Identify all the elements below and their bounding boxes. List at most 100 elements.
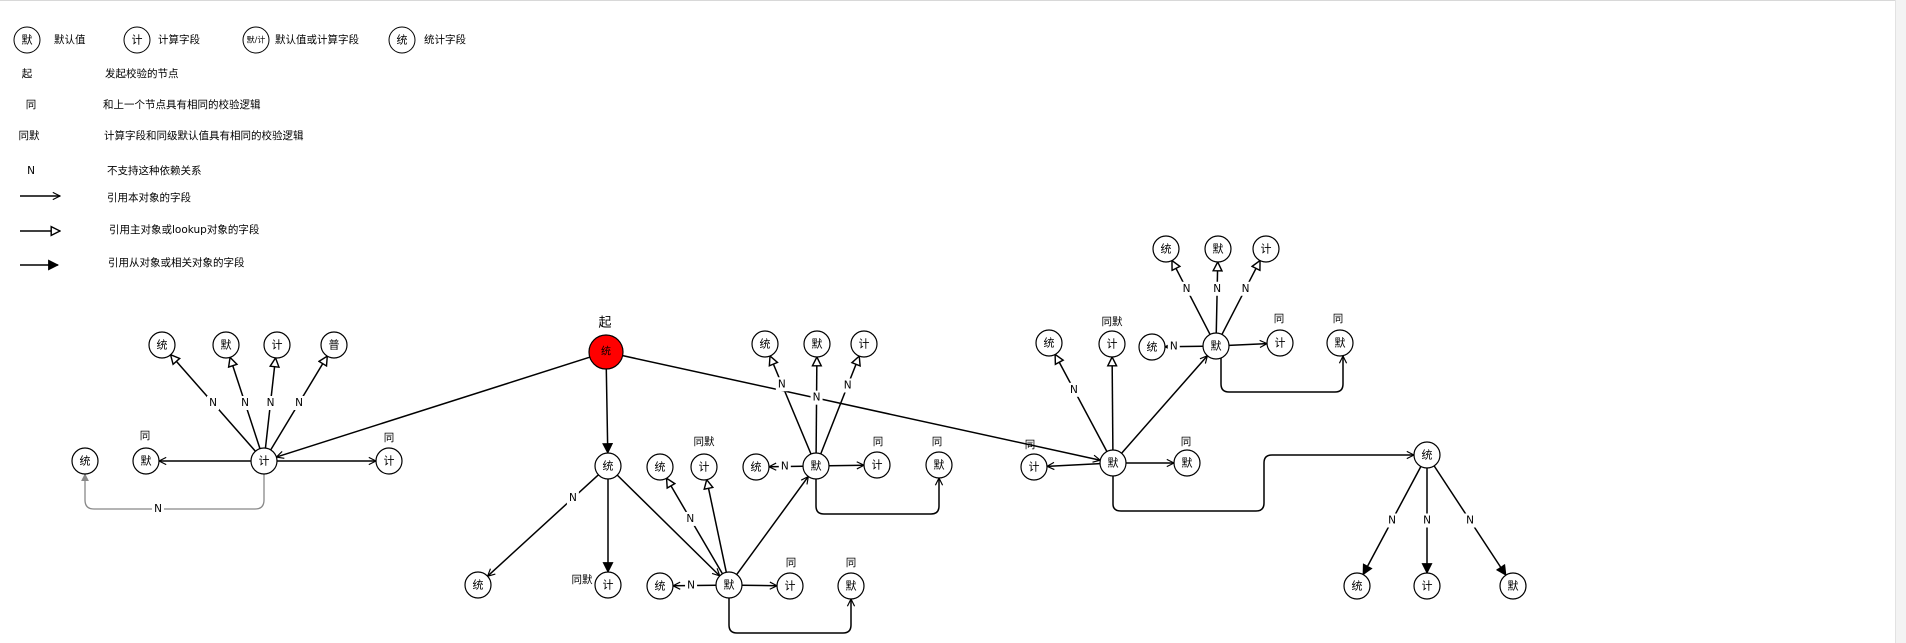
- legend-stat-node: 统 统计字段: [388, 26, 466, 54]
- node-c1: 统: [464, 571, 492, 599]
- edge-G-G5: [1228, 344, 1267, 346]
- svg-text:统: 统: [601, 345, 611, 358]
- same-logic-marker: 同: [932, 436, 943, 448]
- node-g6: 默: [1326, 329, 1354, 357]
- same-logic-marker: 同: [786, 557, 797, 569]
- legend-label: 和上一个节点具有相同的校验逻辑: [103, 98, 261, 111]
- svg-text:计: 计: [1275, 337, 1286, 350]
- legend-label: 发起校验的节点: [105, 67, 179, 80]
- edge-D-D2: [707, 480, 728, 573]
- start-marker: 起: [598, 316, 611, 331]
- edge-D-E: [736, 476, 809, 575]
- svg-text:默: 默: [221, 339, 232, 352]
- node-l5: 统: [71, 447, 99, 475]
- svg-text:默: 默: [934, 459, 945, 472]
- edge-label-n: N: [569, 492, 577, 504]
- edge-F-F2: [1112, 357, 1113, 451]
- edge-root-F: [618, 354, 1101, 460]
- same-logic-marker: 同: [1274, 313, 1285, 325]
- svg-text:统: 统: [655, 580, 666, 593]
- edge-label-n: N: [781, 461, 789, 473]
- svg-text:统: 统: [655, 461, 666, 474]
- edge-label-n: N: [267, 397, 275, 409]
- same-logic-marker: 同默: [1102, 316, 1124, 328]
- svg-text:计: 计: [785, 580, 796, 593]
- same-logic-marker: 同: [140, 430, 151, 442]
- svg-text:计: 计: [859, 338, 870, 351]
- svg-text:默: 默: [811, 460, 822, 473]
- node-e5: 计: [863, 451, 891, 479]
- edge-label-n: N: [1070, 384, 1078, 396]
- svg-text:默: 默: [1335, 337, 1346, 350]
- svg-text:统: 统: [1161, 243, 1172, 256]
- legend-label: 不支持这种依赖关系: [107, 164, 202, 177]
- legend-label: 统计字段: [424, 33, 466, 46]
- edge-E-E1: [770, 356, 812, 455]
- edge-D-D4: [741, 585, 777, 586]
- edge-root-C: [602, 364, 614, 455]
- vertical-scrollbar[interactable]: [1895, 0, 1906, 643]
- svg-text:默/计: 默/计: [247, 35, 266, 45]
- svg-text:统: 统: [1044, 337, 1055, 350]
- nodes: 统计统默计普统默计统统计默统计统计默默统默计统计默默统计计默默统默计统计默统统计…: [71, 235, 1527, 600]
- svg-text:统: 统: [751, 461, 762, 474]
- edge-L-L5: [81, 473, 265, 510]
- node-d4: 计: [776, 572, 804, 600]
- svg-text:计: 计: [872, 459, 883, 472]
- node-e3: 计: [850, 330, 878, 358]
- svg-text:计: 计: [259, 455, 270, 468]
- edge-D-D5: [728, 598, 851, 634]
- same-logic-marker: 同: [1333, 313, 1344, 325]
- edge-G-G2: [1216, 262, 1217, 334]
- edge-label-n: N: [241, 397, 249, 409]
- legend-default-node: 默 默认值: [13, 26, 86, 54]
- svg-text:计: 计: [272, 339, 283, 352]
- node-e2: 默: [803, 330, 831, 358]
- node-h3: 默: [1499, 572, 1527, 600]
- same-logic-marker: 同: [1025, 439, 1036, 451]
- node-c: 统: [594, 452, 622, 480]
- edge-F-F1: [1055, 354, 1108, 452]
- edge-E-E3: [820, 356, 859, 455]
- same-logic-marker: 同: [384, 432, 395, 444]
- legend-same-default-symbol: 同默: [19, 130, 40, 142]
- node-h2: 计: [1413, 572, 1441, 600]
- node-l6: 默: [132, 447, 160, 475]
- node-e1: 统: [751, 330, 779, 358]
- svg-text:统: 统: [1147, 341, 1158, 354]
- edge-root-L: [276, 355, 594, 457]
- node-g4: 统: [1138, 333, 1166, 361]
- legend-start-symbol: 起: [22, 68, 33, 80]
- edge-label-n: N: [209, 397, 217, 409]
- node-h: 统: [1413, 441, 1441, 469]
- same-logic-marker: 同: [873, 436, 884, 448]
- edge-G-G3: [1221, 261, 1260, 335]
- node-f: 默: [1099, 449, 1127, 477]
- svg-text:计: 计: [1422, 580, 1433, 593]
- node-g: 默: [1202, 332, 1230, 360]
- svg-text:计: 计: [132, 34, 143, 47]
- legend-same-symbol: 同: [26, 99, 37, 111]
- same-logic-marker: 同默: [572, 574, 593, 586]
- node-f2: 计: [1098, 330, 1126, 358]
- node-g3: 计: [1252, 235, 1280, 263]
- same-logic-marker: 同默: [694, 436, 715, 448]
- edge-D-D1: [667, 478, 724, 575]
- edge-F-G: [1121, 356, 1208, 454]
- edge-F-F3: [1047, 464, 1101, 467]
- edge-label-n: N: [154, 503, 162, 515]
- svg-text:默: 默: [846, 580, 857, 593]
- legend-label: 计算字段和同级默认值具有相同的校验逻辑: [104, 129, 304, 142]
- edge-label-n: N: [844, 379, 852, 391]
- node-l: 计: [250, 447, 278, 475]
- legend: 默 默认值 计 计算字段 默/计 默认值或计算字段 统 统计字段 起 发起校验的…: [13, 26, 466, 271]
- same-logic-marker: 同: [846, 557, 857, 569]
- node-d: 默: [715, 571, 743, 599]
- edge-label-n: N: [1183, 283, 1191, 295]
- edge-label-n: N: [778, 378, 786, 390]
- legend-label: 引用本对象的字段: [107, 191, 191, 204]
- notes: 起同同同默同默同同同同同默同同同同: [140, 313, 1344, 586]
- svg-text:统: 统: [1352, 580, 1363, 593]
- svg-text:默: 默: [1182, 457, 1193, 470]
